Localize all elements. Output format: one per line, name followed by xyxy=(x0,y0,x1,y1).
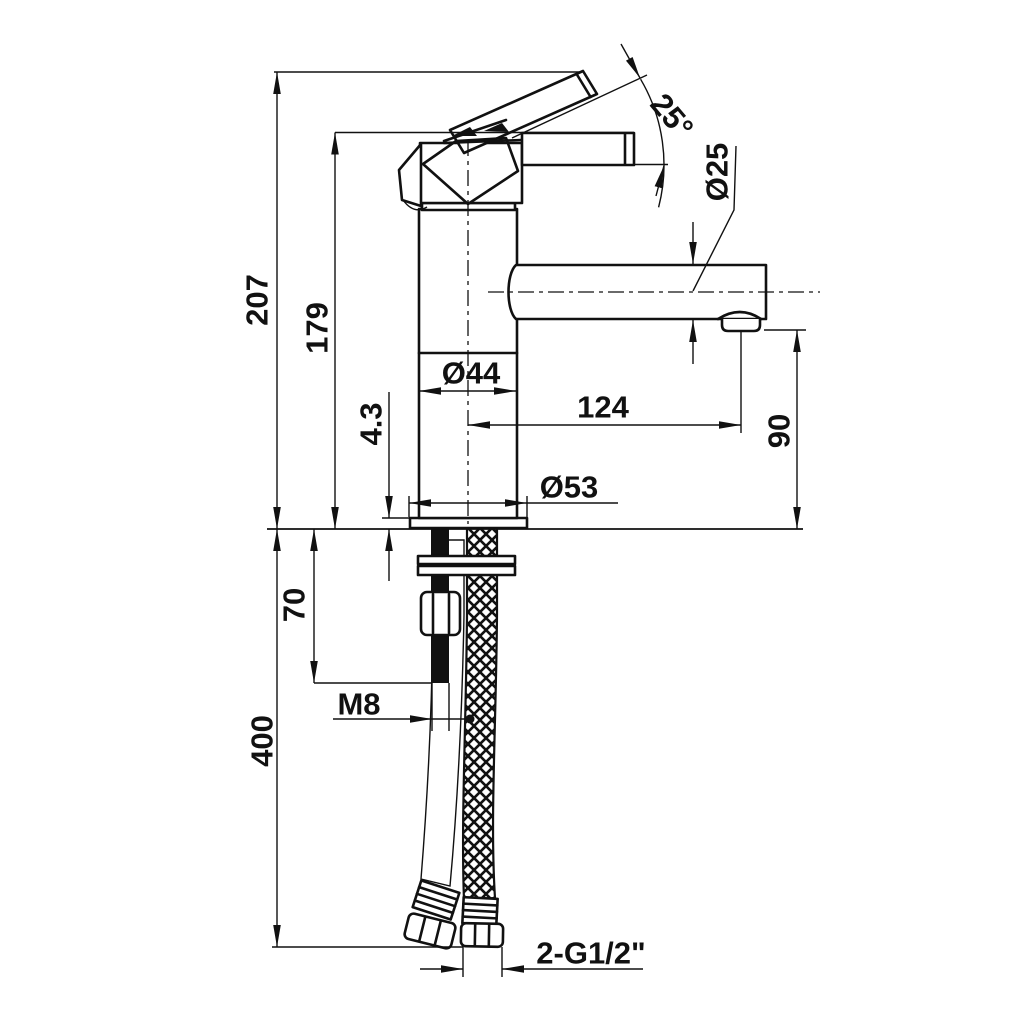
aerator-ring xyxy=(720,319,762,333)
lever-horizontal xyxy=(520,131,636,167)
right-hose-nut xyxy=(459,921,505,949)
stud-thread-label: M8 xyxy=(337,687,380,722)
dim-base-diameter: Ø53 xyxy=(408,470,618,517)
dim-plate-thickness: 4.3 xyxy=(354,392,410,581)
dimensions: 207 179 4.3 70 400 xyxy=(240,43,806,977)
aerator-bump xyxy=(716,310,763,321)
dim-hose-thread: 2-G1/2" xyxy=(420,936,646,977)
dim-body-diameter: Ø44 xyxy=(419,356,516,395)
dim-handle-angle: 25° xyxy=(511,43,701,208)
left-hose-ferrule xyxy=(411,879,461,921)
clamping-washers xyxy=(416,554,517,577)
handle-skirt-arc xyxy=(402,199,428,211)
spout-diameter-label: Ø25 xyxy=(700,143,735,202)
dim-hose-length: 400 xyxy=(245,529,463,948)
spout xyxy=(507,263,768,321)
dim-spout-clearance: 90 xyxy=(762,329,806,529)
dim-spout-diameter: Ø25 xyxy=(689,143,737,364)
dim-spout-reach: 124 xyxy=(468,331,742,433)
handle-angle-label: 25° xyxy=(644,87,701,145)
handle-skirt xyxy=(397,142,423,208)
left-hose-nut xyxy=(403,912,457,950)
cartridge-head xyxy=(418,141,524,205)
supply-hoses xyxy=(403,526,517,950)
centerlines xyxy=(467,140,820,524)
hose-thread-label: 2-G1/2" xyxy=(536,936,645,971)
stud-nut xyxy=(419,590,462,637)
dim-stud-thread: M8 xyxy=(333,687,475,724)
hose-length-label: 400 xyxy=(245,715,280,767)
right-hose-ferrule xyxy=(461,895,499,927)
dim-handle-height: 179 xyxy=(300,131,634,529)
right-hose xyxy=(461,526,499,902)
lever-base-details xyxy=(442,118,523,145)
plate-thickness-label: 4.3 xyxy=(354,402,389,445)
handle-joint xyxy=(421,136,520,206)
left-hose xyxy=(420,539,465,887)
spout-clearance-label: 90 xyxy=(762,414,797,448)
overall-height-label: 207 xyxy=(240,274,275,326)
stud-length-label: 70 xyxy=(277,588,312,622)
dim-stud-length: 70 xyxy=(277,529,450,731)
handle-height-label: 179 xyxy=(300,302,335,354)
base-diameter-label: Ø53 xyxy=(540,470,599,505)
body-diameter-label: Ø44 xyxy=(442,356,501,391)
lever-raised-cap xyxy=(575,72,592,99)
dim-overall-height: 207 xyxy=(240,71,581,529)
spout-reach-label: 124 xyxy=(577,390,629,425)
